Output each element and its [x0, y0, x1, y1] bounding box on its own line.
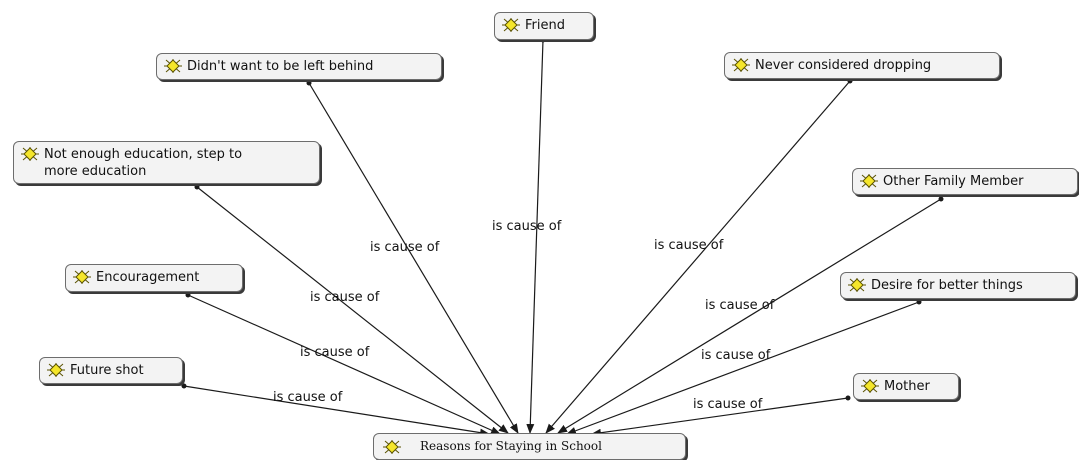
edge-label-left-behind: is cause of	[370, 240, 440, 255]
edge-desire_better	[566, 301, 920, 435]
node-label: Future shot	[70, 363, 144, 378]
edge-start-dot	[181, 383, 187, 389]
node-label: Desire for better things	[871, 278, 1023, 293]
edge-label-mother: is cause of	[693, 397, 763, 412]
concept-icon	[848, 278, 866, 292]
node-friend[interactable]: Friend	[494, 12, 594, 40]
node-didnt-want-to-be-left-behind[interactable]: Didn't want to be left behind	[156, 53, 442, 80]
edge-label-friend: is cause of	[492, 219, 562, 234]
node-label: Friend	[525, 18, 565, 33]
edge-future_shot	[183, 385, 490, 437]
edge-other_family	[557, 198, 942, 434]
edge-label-desire-better: is cause of	[701, 348, 771, 363]
concept-icon	[860, 174, 878, 188]
edge-left_behind	[308, 82, 519, 434]
node-label: Encouragement	[96, 270, 200, 285]
edge-label-never-dropping: is cause of	[654, 238, 724, 253]
node-reasons-for-staying-in-school[interactable]: Reasons for Staying in School	[373, 433, 686, 460]
concept-icon	[21, 147, 39, 161]
edge-start-dot	[847, 78, 853, 84]
node-label: Didn't want to be left behind	[187, 59, 374, 74]
edge-never_dropping	[545, 80, 851, 434]
edge-start-dot	[194, 184, 200, 190]
node-future-shot[interactable]: Future shot	[39, 357, 183, 384]
edge-start-dot	[938, 196, 944, 202]
edge-label-future-shot: is cause of	[273, 390, 343, 405]
node-other-family-member[interactable]: Other Family Member	[852, 168, 1078, 195]
concept-icon	[383, 439, 401, 454]
edge-friend	[526, 39, 544, 434]
edge-not_enough_edu	[196, 186, 509, 434]
concept-icon	[502, 18, 520, 32]
node-label: Mother	[884, 379, 930, 394]
concept-icon	[732, 58, 750, 72]
node-label: Not enough education, step to more educa…	[44, 147, 243, 179]
node-label: Never considered dropping	[755, 58, 932, 73]
node-mother[interactable]: Mother	[853, 373, 959, 400]
node-encouragement[interactable]: Encouragement	[65, 264, 243, 292]
edge-start-dot	[306, 80, 312, 86]
concept-icon	[47, 363, 65, 377]
node-label: Other Family Member	[883, 174, 1024, 189]
edge-encouragement	[187, 294, 501, 435]
node-desire-for-better-things[interactable]: Desire for better things	[840, 272, 1076, 299]
edge-start-dot	[185, 292, 191, 298]
edge-label-other-family: is cause of	[705, 298, 775, 313]
root-label: Reasons for Staying in School	[420, 439, 602, 453]
edge-start-dot	[916, 299, 922, 305]
edge-label-not-enough-education: is cause of	[310, 290, 380, 305]
node-not-enough-education[interactable]: Not enough education, step to more educa…	[13, 141, 320, 184]
edge-mother	[591, 397, 849, 437]
node-never-considered-dropping[interactable]: Never considered dropping	[724, 52, 1000, 79]
edge-start-dot	[845, 395, 851, 401]
edge-label-encouragement: is cause of	[300, 345, 370, 360]
concept-icon	[164, 59, 182, 73]
concept-icon	[73, 270, 91, 284]
concept-icon	[861, 379, 879, 393]
